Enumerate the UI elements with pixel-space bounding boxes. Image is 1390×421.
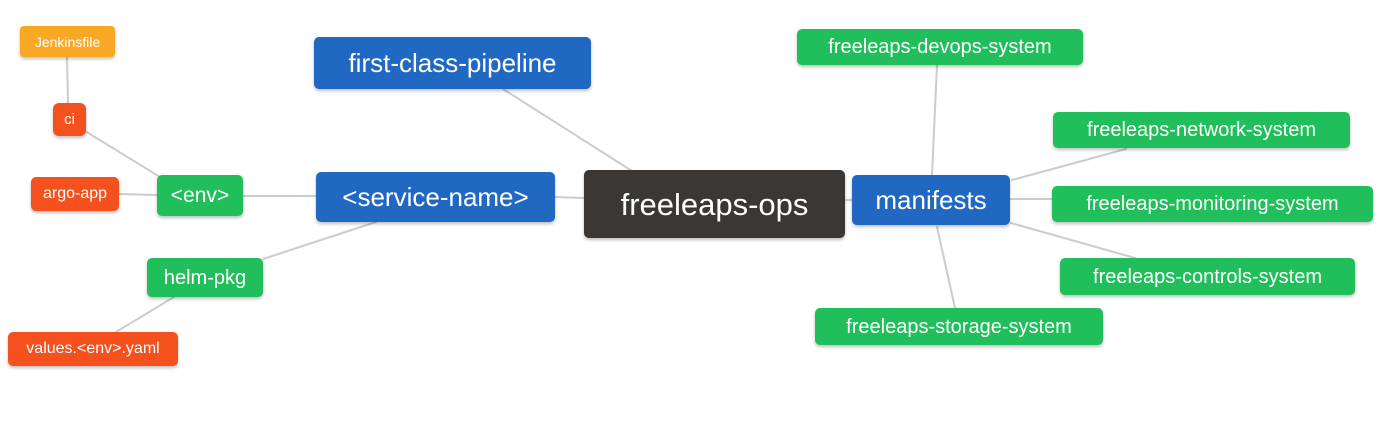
edge-pipeline-ops [502,88,633,172]
edge-ci-env [84,130,161,178]
edge-manifests-controls [1010,222,1136,259]
edge-values-helm-pkg [115,296,175,333]
edge-devops-manifests [931,64,938,176]
node-freeleaps-monitoring-system[interactable]: freeleaps-monitoring-system [1052,186,1373,222]
node-freeleaps-devops-system[interactable]: freeleaps-devops-system [797,29,1083,65]
node-values-env-yaml[interactable]: values.<env>.yaml [8,332,178,366]
node-freeleaps-storage-system[interactable]: freeleaps-storage-system [815,308,1103,345]
node-env[interactable]: <env> [157,175,243,216]
edge-jenkinsfile-ci [66,56,69,104]
node-helm-pkg[interactable]: helm-pkg [147,258,263,297]
edge-argo-app-env [118,193,158,196]
node-jenkinsfile[interactable]: Jenkinsfile [20,26,115,57]
node-argo-app[interactable]: argo-app [31,177,119,211]
edge-manifests-storage [936,226,956,309]
node-first-class-pipeline[interactable]: first-class-pipeline [314,37,591,89]
node-ci[interactable]: ci [53,103,86,136]
node-freeleaps-network-system[interactable]: freeleaps-network-system [1053,112,1350,148]
edge-helm-pkg-service-name [262,221,377,260]
node-freeleaps-controls-system[interactable]: freeleaps-controls-system [1060,258,1355,295]
node-manifests[interactable]: manifests [852,175,1010,225]
node-freeleaps-ops[interactable]: freeleaps-ops [584,170,845,238]
node-service-name[interactable]: <service-name> [316,172,555,222]
edge-manifests-network [1011,148,1127,181]
edge-service-name-ops [554,196,585,199]
